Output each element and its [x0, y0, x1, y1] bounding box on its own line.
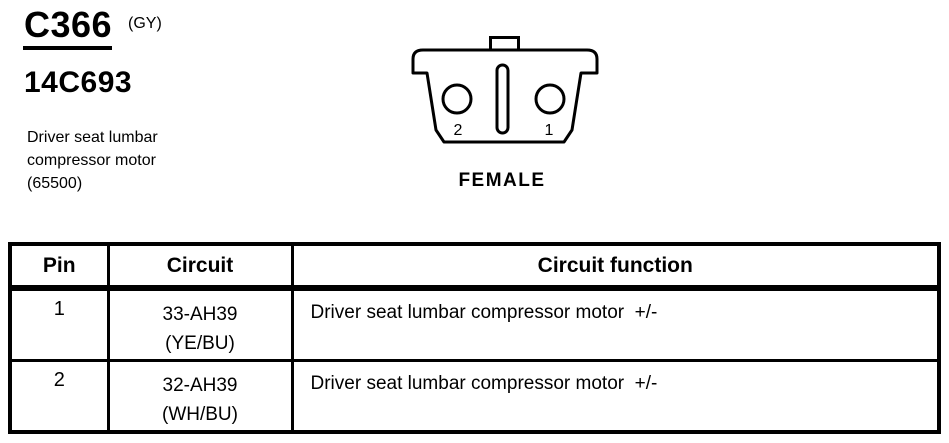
- circuit-number: 32-AH39: [162, 374, 238, 396]
- column-header-pin: Pin: [8, 242, 110, 291]
- description-line: Driver seat lumbar: [27, 129, 158, 146]
- pin-cavity-2: [441, 83, 473, 115]
- circuit-value: 33-AH39 (YE/BU): [106, 286, 294, 362]
- connector-color-code: (GY): [128, 15, 162, 32]
- circuit-value: 32-AH39 (WH/BU): [106, 358, 294, 434]
- pin-number-2: 2: [454, 122, 463, 139]
- connector-id-underline: [23, 46, 112, 50]
- connector-keyway-slot: [495, 63, 510, 135]
- circuit-function-value: Driver seat lumbar compressor motor +/-: [290, 358, 941, 434]
- pin-value: 2: [8, 358, 110, 434]
- table-row: 1 33-AH39 (YE/BU) Driver seat lumbar com…: [8, 286, 941, 362]
- column-header-circuit-function: Circuit function: [290, 242, 941, 291]
- pin-value: 1: [8, 286, 110, 362]
- connector-description: Driver seat lumbar compressor motor (655…: [27, 126, 158, 195]
- description-line: (65500): [27, 175, 83, 192]
- table-header-row: Pin Circuit Circuit function: [8, 242, 941, 291]
- pin-number-1: 1: [545, 122, 554, 139]
- description-line: compressor motor: [27, 152, 156, 169]
- part-number: 14C693: [24, 66, 133, 99]
- connector-id: C366: [24, 4, 113, 45]
- column-header-circuit: Circuit: [106, 242, 294, 291]
- pinout-table: Pin Circuit Circuit function 1 33-AH39 (…: [8, 242, 941, 434]
- connector-gender-label: FEMALE: [458, 170, 546, 191]
- table-row: 2 32-AH39 (WH/BU) Driver seat lumbar com…: [8, 358, 941, 434]
- connector-face-diagram: 2 1: [405, 33, 605, 153]
- pin-cavity-1: [534, 83, 566, 115]
- circuit-number: 33-AH39: [162, 304, 238, 325]
- wire-color-code: (WH/BU): [162, 403, 238, 425]
- connector-outline-drawing: 2 1: [411, 36, 599, 144]
- circuit-function-value: Driver seat lumbar compressor motor +/-: [290, 286, 941, 362]
- wire-color-code: (YE/BU): [165, 333, 235, 354]
